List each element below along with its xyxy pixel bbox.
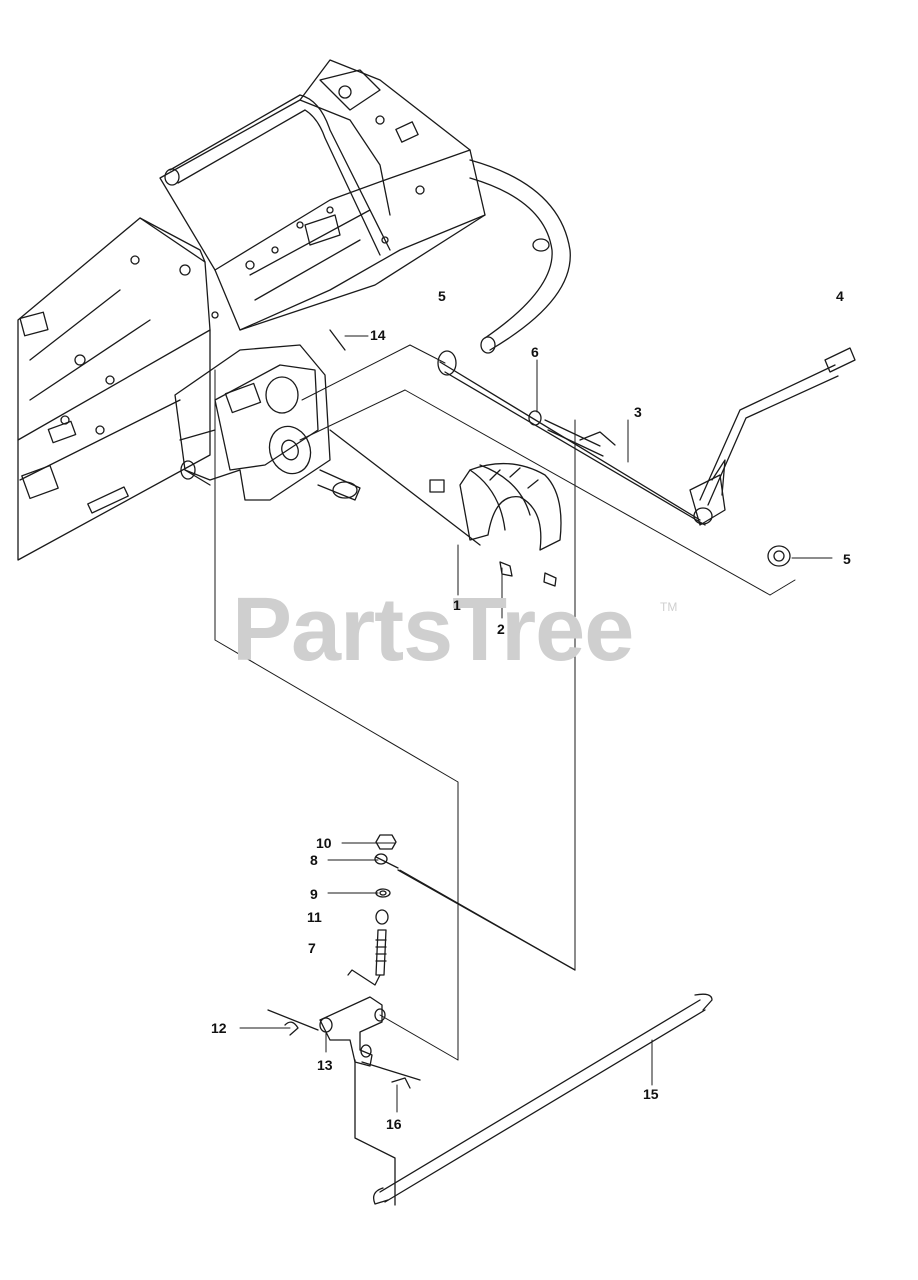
callout-7[interactable]: 7 (308, 940, 316, 956)
callout-15[interactable]: 15 (643, 1086, 659, 1102)
callout-10[interactable]: 10 (316, 835, 332, 851)
assembly-lines (214, 344, 796, 1061)
callout-14[interactable]: 14 (370, 327, 386, 343)
lower-linkage (267, 834, 713, 1206)
callout-13[interactable]: 13 (317, 1057, 333, 1073)
callout-1[interactable]: 1 (453, 597, 461, 613)
callout-16[interactable]: 16 (386, 1116, 402, 1132)
shaft-assembly (329, 347, 856, 587)
callout-3[interactable]: 3 (634, 404, 642, 420)
leader-lines (239, 335, 833, 1113)
callout-5-right[interactable]: 5 (843, 551, 851, 567)
callout-5-upper[interactable]: 5 (438, 288, 446, 304)
parts-tree-watermark: PartsTree (232, 580, 634, 680)
callout-8[interactable]: 8 (310, 852, 318, 868)
callout-12[interactable]: 12 (211, 1020, 227, 1036)
callout-2[interactable]: 2 (497, 621, 505, 637)
trademark-mark: TM (660, 600, 678, 614)
callout-4[interactable]: 4 (836, 288, 844, 304)
callout-6[interactable]: 6 (531, 344, 539, 360)
callout-11[interactable]: 11 (307, 909, 322, 925)
chassis-frame (17, 59, 571, 561)
callout-9[interactable]: 9 (310, 886, 318, 902)
